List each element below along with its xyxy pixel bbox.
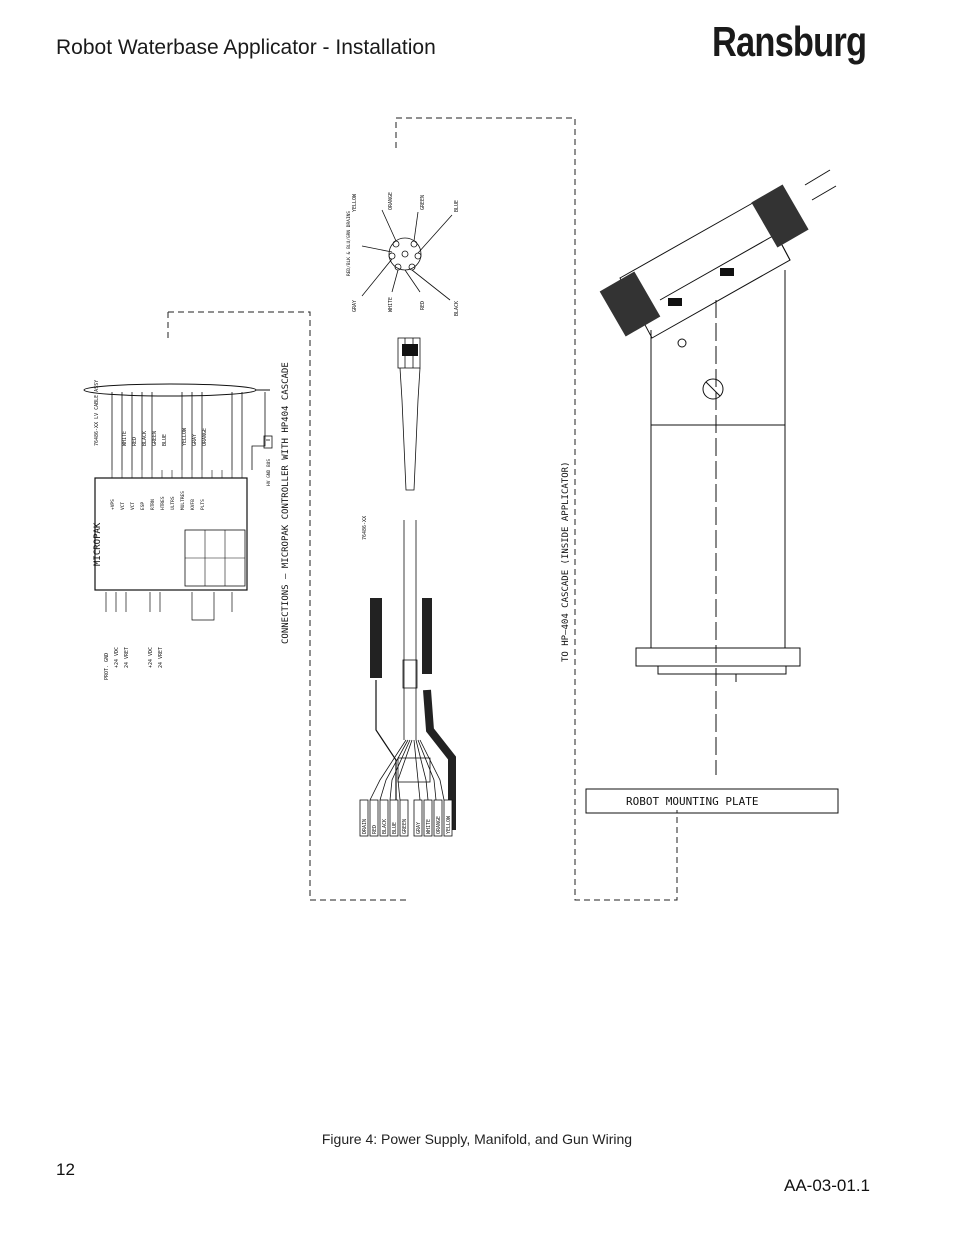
- cable-bundle: [83, 383, 257, 397]
- j1-signal-4: ESP: [140, 502, 146, 510]
- mounting-plate-box: [585, 788, 839, 814]
- applicator-body: [635, 270, 801, 775]
- term-red: RED: [372, 825, 378, 834]
- term-black: BLACK: [382, 819, 388, 834]
- wire-orange: ORANGE: [202, 428, 208, 446]
- connections-label: CONNECTIONS – MICROPAK CONTROLLER WITH H…: [281, 362, 291, 644]
- term-gray: GRAY: [416, 822, 422, 834]
- connector-shell: [402, 344, 418, 356]
- connector-pinout: [361, 209, 453, 301]
- cascade-label: TO HP–404 CASCADE (INSIDE APPLICATOR): [561, 462, 571, 662]
- dashed-boundaries: [168, 117, 678, 901]
- j1-signal-2: VCT: [120, 502, 126, 510]
- j1-signal-8: MULTRES: [180, 491, 186, 510]
- micropak-label: MICROPAK: [93, 522, 103, 566]
- connector-side-view: [397, 337, 421, 491]
- wire-green: GREEN: [152, 431, 158, 446]
- j1-pins: [111, 470, 243, 478]
- cable-part-label: 76486-XX: [362, 516, 368, 540]
- j1-signal-10: PLTS: [200, 499, 206, 510]
- pin-red: RED: [420, 301, 426, 310]
- lv-wires: [111, 392, 266, 470]
- j1-signal-6: HTRES: [160, 496, 166, 510]
- wire-white: WHITE: [122, 431, 128, 446]
- pin-gray: GRAY: [352, 300, 358, 312]
- term-orange: ORANGE: [436, 816, 442, 834]
- mounting-plate-label: ROBOT MOUNTING PLATE: [626, 795, 758, 808]
- brand-logo: Ransburg: [712, 18, 867, 65]
- term-white: WHITE: [426, 819, 432, 834]
- page-number: 12: [56, 1160, 75, 1179]
- pin-green: GREEN: [420, 195, 426, 210]
- ground-label: HV GND BUS: [266, 459, 272, 486]
- page-title: Robot Waterbase Applicator - Installatio…: [56, 36, 436, 59]
- cable-sleeves: [370, 598, 456, 830]
- terminal-pins: [359, 799, 453, 837]
- gun-nozzle-nut: [751, 184, 809, 248]
- document-id: AA-03-01.1: [784, 1176, 870, 1195]
- j1-signal-3: VCT: [130, 502, 136, 510]
- cable-assy-label: 76486-XX LV CABLE ASSY: [94, 380, 100, 446]
- term-yellow: YELLOW: [446, 815, 452, 834]
- wire-red: RED: [132, 437, 138, 446]
- pin-white: WHITE: [388, 297, 394, 312]
- wire-black: BLACK: [142, 431, 148, 446]
- left-pins: [105, 592, 233, 621]
- wire-yellow: YELLOW: [182, 427, 188, 446]
- term-drain: DRAIN: [362, 819, 368, 834]
- j1-signal-1: +VPS: [110, 499, 116, 510]
- pin-orange: ORANGE: [388, 192, 394, 210]
- figure-caption: Figure 4: Power Supply, Manifold, and Gu…: [321, 1131, 633, 1147]
- j2-pin-1: PROT. GND: [104, 653, 110, 680]
- pin-blue: BLUE: [454, 200, 460, 212]
- j1-signal-5: RTRN: [150, 499, 156, 510]
- j3-pin-2: 24 VRET: [158, 647, 164, 668]
- pin-black: BLACK: [454, 301, 460, 316]
- j1-signal-7: ULTRS: [170, 496, 176, 510]
- gun-knurl: [599, 271, 661, 337]
- j1-signal-9: KVFB: [190, 499, 196, 510]
- cable-body: [402, 520, 418, 740]
- wire-gray: GRAY: [192, 434, 198, 446]
- pin-drains: RED/BLK & BLU/GRN DRAINS: [346, 211, 352, 276]
- j2-pin-3: 24 VRET: [124, 647, 130, 668]
- micropak-box: MICROPAK: [93, 477, 248, 591]
- wire-blue: BLUE: [162, 434, 168, 446]
- pin-yellow: YELLOW: [352, 193, 358, 212]
- term-blue: BLUE: [392, 822, 398, 834]
- j2-pin-2: +24 VDC: [114, 647, 120, 668]
- ground-icon: [263, 435, 273, 449]
- fan-wires: [369, 739, 445, 801]
- term-green: GREEN: [402, 819, 408, 834]
- j3-pin-1: +24 VDC: [148, 647, 154, 668]
